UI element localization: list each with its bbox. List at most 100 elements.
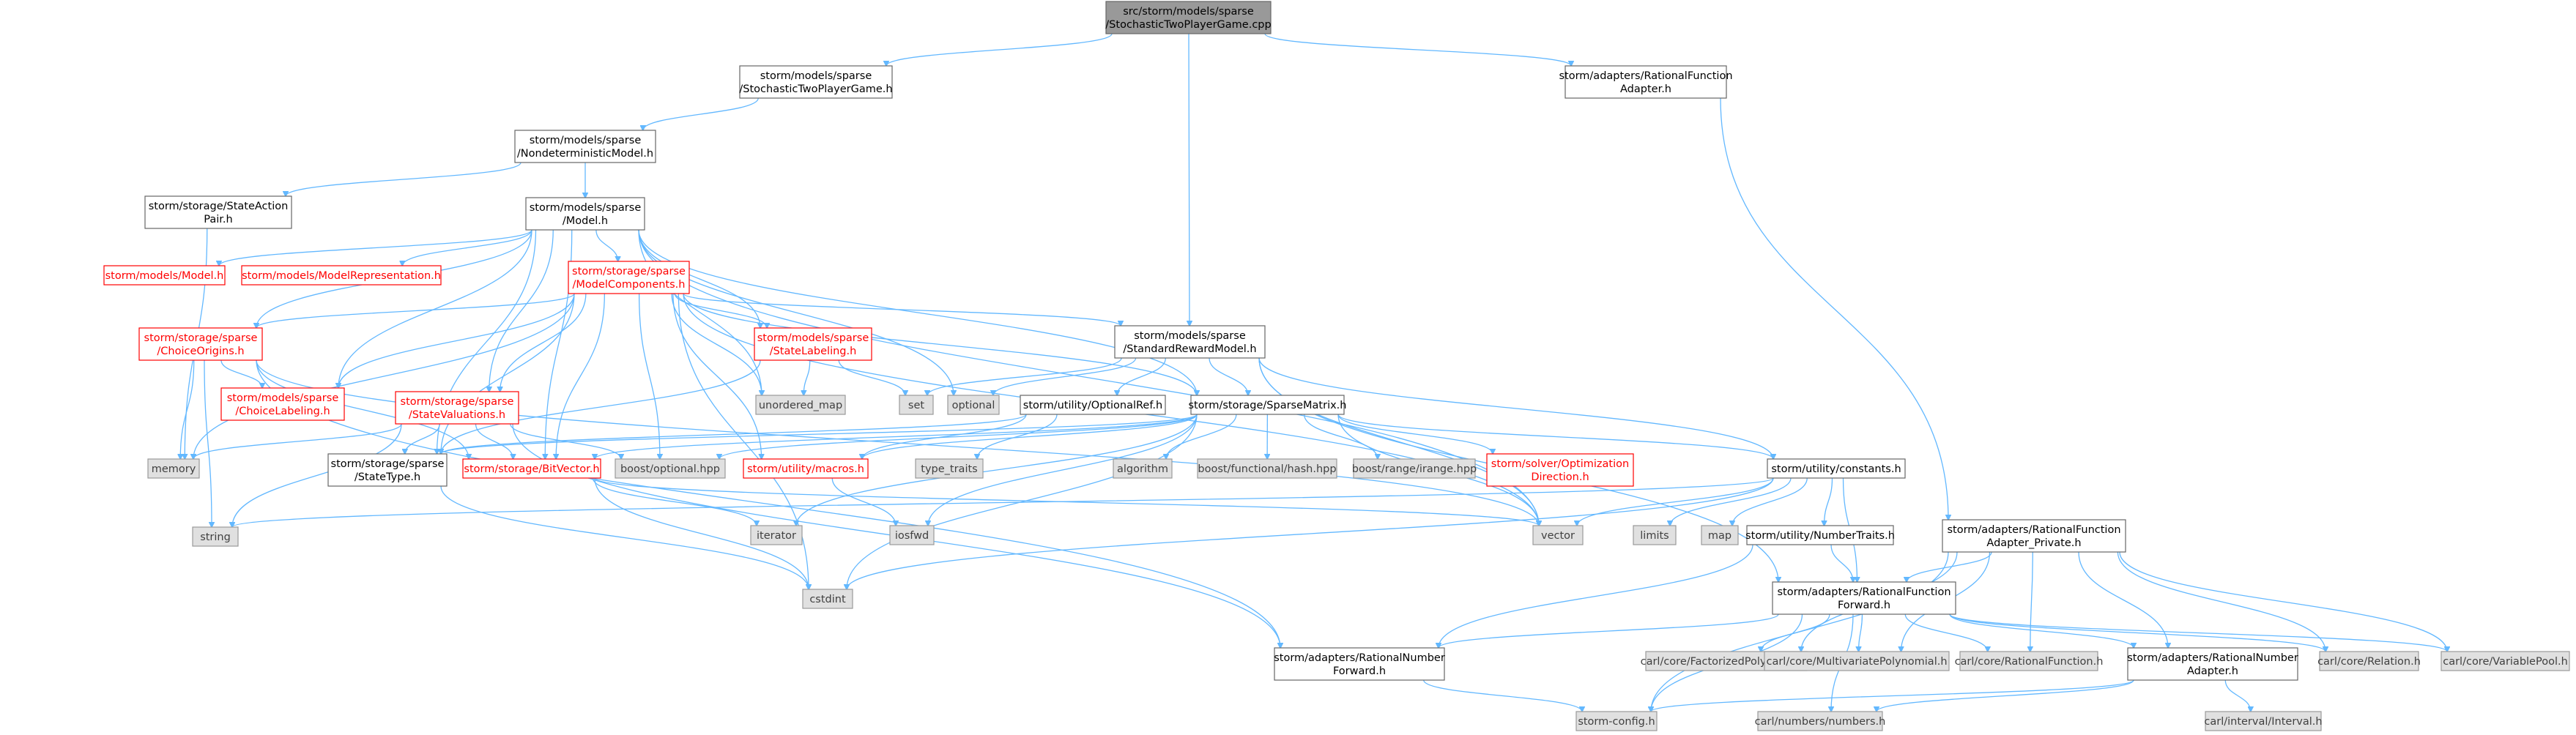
edge-line [1258, 357, 1539, 526]
edge-number_traits-to-rf_forward [1830, 544, 1853, 582]
edge-line [1949, 613, 2447, 652]
node-label-line: storm/adapters/RationalFunction [1559, 70, 1732, 82]
edge-model_h-to-optional [638, 229, 954, 395]
node-label-line: string [200, 531, 231, 543]
edge-stpg_h-to-nondet [643, 97, 759, 130]
node-label-line: carl/core/MultivariatePolynomial.h [1766, 656, 1947, 668]
node-label-line: Pair.h [204, 214, 232, 225]
edge-line [683, 293, 1197, 395]
edge-line [441, 414, 1198, 454]
node-macros[interactable]: storm/utility/macros.h [743, 458, 869, 479]
node-number-traits[interactable]: storm/utility/NumberTraits.h [1745, 525, 1895, 545]
node-rfa-private[interactable]: storm/adapters/RationalFunctionAdapter_P… [1942, 519, 2126, 553]
edge-line [2224, 679, 2251, 712]
node-box [138, 327, 263, 361]
edge-line [1264, 33, 1571, 66]
node-label-line: carl/interval/Interval.h [2204, 716, 2322, 728]
node-box [2127, 647, 2298, 681]
node-box [1959, 651, 2098, 671]
edge-line [993, 357, 1137, 395]
node-label-line: optional [952, 400, 995, 411]
edge-root-to-rf_adapter [1264, 33, 1571, 66]
node-root[interactable]: src/storm/models/sparse/StochasticTwoPla… [1105, 1, 1272, 34]
edge-optionalref-to-state_type [441, 414, 1027, 454]
edge-model_h-to-models_model [219, 229, 532, 266]
node-sparse-matrix[interactable]: storm/storage/SparseMatrix.h [1189, 395, 1347, 415]
node-nondet[interactable]: storm/models/sparse/NondeterministicMode… [514, 130, 656, 163]
edge-line [500, 293, 587, 392]
node-model-comp[interactable]: storm/storage/sparse/ModelComponents.h [568, 261, 690, 294]
edge-line [638, 229, 760, 328]
edge-line [2117, 551, 2326, 652]
node-label-line: storm/models/sparse [1134, 330, 1246, 342]
edge-line [847, 477, 1774, 589]
node-box [899, 395, 934, 415]
edge-std_reward-to-sparse_matrix [1209, 357, 1248, 395]
edge-std_reward-to-constants [1258, 357, 1773, 459]
node-stpg-h[interactable]: storm/models/sparse/StochasticTwoPlayerG… [739, 65, 893, 99]
edge-line [1117, 357, 1167, 395]
node-constants[interactable]: storm/utility/constants.h [1767, 458, 1906, 479]
edge-sparse_matrix-to-boost_optional [719, 414, 1198, 459]
node-bitvector[interactable]: storm/storage/BitVector.h [462, 458, 601, 479]
edge-line [1877, 679, 2134, 712]
edge-line [193, 293, 575, 459]
node-model-rep[interactable]: storm/models/ModelRepresentation.h [241, 265, 442, 286]
node-choice-label[interactable]: storm/models/sparse/ChoiceLabeling.h [220, 387, 345, 421]
node-label-line: cstdint [809, 594, 846, 605]
node-box [1274, 647, 1445, 681]
edge-sparse_matrix-to-opt_direction [1337, 414, 1493, 454]
edge-sparse_matrix-to-macros [862, 414, 1198, 459]
node-state-type[interactable]: storm/storage/sparse/StateType.h [327, 453, 448, 487]
node-box [1633, 525, 1677, 545]
edge-line [1439, 613, 1779, 648]
edge-nondet-to-state_action [286, 162, 521, 196]
node-std-reward[interactable]: storm/models/sparse/StandardRewardModel.… [1114, 325, 1266, 359]
node-label-line: storm/models/sparse [530, 202, 642, 214]
node-label-line: /StateLabeling.h [770, 346, 857, 357]
node-label-line: unordered_map [759, 400, 842, 411]
edge-line [193, 423, 402, 459]
node-label-line: storm/models/Model.h [105, 270, 224, 282]
edge-line [475, 423, 513, 459]
node-models-model[interactable]: storm/models/Model.h [103, 265, 226, 286]
edge-rn_adapter-to-numbers [1877, 679, 2134, 712]
node-state-labeling[interactable]: storm/models/sparse/StateLabeling.h [754, 327, 872, 361]
node-optionalref[interactable]: storm/utility/OptionalRef.h [1020, 395, 1166, 415]
edge-std_reward-to-set [927, 357, 1122, 395]
node-model-h[interactable]: storm/models/sparse/Model.h [525, 197, 645, 231]
edge-sparse_matrix-to-iosfwd [928, 414, 1198, 526]
edge-sparse_matrix-to-bitvector [595, 414, 1198, 459]
edge-line [638, 229, 1197, 395]
edge-line [180, 359, 195, 459]
edge-line [1732, 477, 1808, 526]
node-label-line: Forward.h [1838, 600, 1890, 611]
edge-line [592, 477, 757, 526]
node-label-line: /StochasticTwoPlayerGame.cpp [1105, 19, 1271, 31]
edge-choice_origins-to-vector [256, 359, 1539, 526]
node-label-line: limits [1640, 530, 1669, 542]
edge-constants-to-number_traits [1825, 477, 1833, 526]
edge-line [1825, 477, 1833, 526]
node-choice-origins[interactable]: storm/storage/sparse/ChoiceOrigins.h [138, 327, 263, 361]
node-label-line: storm/storage/sparse [144, 332, 258, 344]
edge-model_comp-to-std_reward [683, 293, 1121, 326]
node-box [743, 458, 869, 479]
node-limits: limits [1633, 525, 1677, 545]
edge-line [1670, 477, 1792, 526]
edge-line [1651, 679, 2134, 712]
edge-line [256, 293, 575, 328]
node-state-val[interactable]: storm/storage/sparse/StateValuations.h [395, 391, 519, 425]
node-box [395, 391, 519, 425]
edge-line [838, 359, 905, 395]
node-label-line: storm/utility/NumberTraits.h [1745, 530, 1895, 542]
node-box [514, 130, 656, 163]
node-map: map [1701, 525, 1739, 545]
node-label-line: storm/storage/sparse [572, 266, 686, 277]
